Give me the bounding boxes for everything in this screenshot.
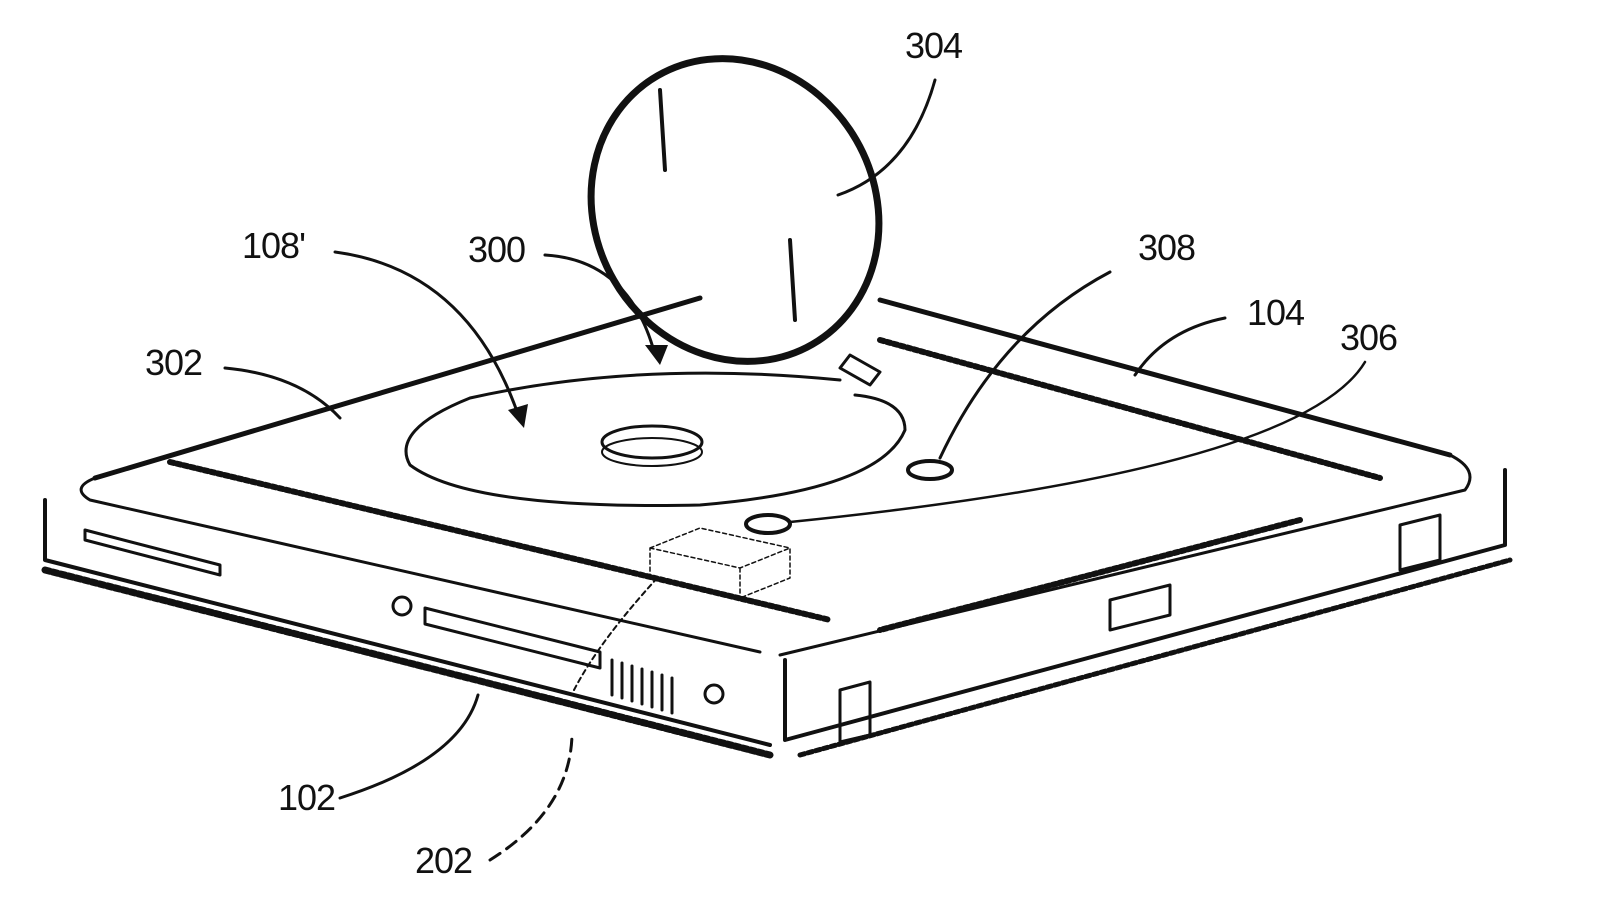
- ref-label-300: 300: [468, 229, 526, 270]
- ref-label-108p: 108': [242, 225, 306, 266]
- leader-202: [488, 733, 574, 862]
- vent-strip-right: [877, 337, 1383, 633]
- leader-lines: [223, 78, 1367, 862]
- hinge-left: [838, 680, 872, 744]
- front-slot: [83, 528, 222, 577]
- base-top-surface: [79, 295, 1472, 657]
- ref-label-304: 304: [905, 25, 963, 66]
- drive-slot: [423, 606, 602, 670]
- leader-308: [938, 270, 1112, 460]
- leader-300: [543, 253, 657, 357]
- hole-306: [744, 513, 792, 535]
- leader-304: [836, 78, 937, 197]
- leader-302: [223, 366, 342, 420]
- component-202: [649, 527, 791, 599]
- right-edge: [783, 468, 1513, 758]
- ref-label-102: 102: [278, 777, 336, 818]
- hole-308: [906, 459, 954, 481]
- ref-label-202: 202: [415, 840, 473, 881]
- port-circle: [391, 595, 413, 617]
- ref-label-306: 306: [1340, 317, 1398, 358]
- ref-label-302: 302: [145, 342, 203, 383]
- leader-102: [338, 693, 480, 800]
- grille: [610, 658, 674, 715]
- arrowhead-108p: [508, 404, 528, 428]
- ring-304: [587, 55, 883, 387]
- recess-300: [404, 371, 907, 507]
- ref-label-104: 104: [1247, 292, 1305, 333]
- ref-label-308: 308: [1138, 227, 1196, 268]
- leader-306: [788, 360, 1367, 524]
- port-circle-2: [703, 683, 725, 705]
- leader-108p: [333, 250, 522, 422]
- hinge-right: [1398, 513, 1442, 572]
- vent-strip-left: [167, 459, 833, 623]
- side-port: [1108, 583, 1172, 632]
- center-hub: [600, 424, 704, 460]
- front-edge: [41, 498, 774, 759]
- arrowhead-300: [645, 345, 668, 365]
- leader-104: [1133, 316, 1227, 377]
